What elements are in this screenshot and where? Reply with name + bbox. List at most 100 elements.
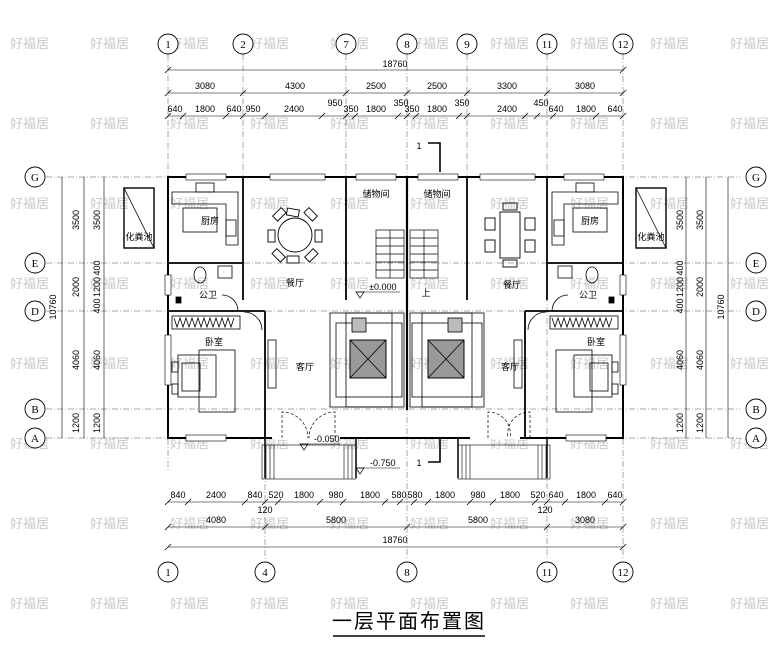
dining-table-round xyxy=(267,206,323,264)
svg-text:3080: 3080 xyxy=(195,81,215,91)
svg-text:640: 640 xyxy=(167,104,182,114)
dimension-tick xyxy=(619,112,627,120)
grid-bubble-left-D: D xyxy=(24,300,46,322)
svg-text:3500: 3500 xyxy=(71,210,81,230)
dimension-tick xyxy=(261,523,269,531)
watermark-text: 好福居 xyxy=(490,277,529,292)
svg-text:5800: 5800 xyxy=(468,515,488,525)
right-total-dimension: 10760 xyxy=(716,294,726,319)
watermark-text: 好福居 xyxy=(10,597,49,612)
dimension-tick xyxy=(222,112,230,120)
watermark-text: 好福居 xyxy=(570,357,609,372)
watermark-text: 好福居 xyxy=(90,277,129,292)
svg-text:3080: 3080 xyxy=(575,81,595,91)
watermark-text: 好福居 xyxy=(410,197,449,212)
watermark-text: 好福居 xyxy=(650,517,689,532)
watermark-text: 好福居 xyxy=(330,437,369,452)
dimension-tick xyxy=(239,89,247,97)
watermark-text: 好福居 xyxy=(730,597,769,612)
dimension-tick xyxy=(412,112,420,120)
dimension-tick xyxy=(619,543,627,551)
svg-text:G: G xyxy=(31,172,39,184)
watermark-layer: 好福居好福居好福居好福居好福居好福居好福居好福居好福居好福居好福居好福居好福居好… xyxy=(10,37,769,612)
dimension-tick xyxy=(549,112,557,120)
grid-bubble-left-E: E xyxy=(24,252,46,274)
svg-text:化粪池: 化粪池 xyxy=(637,231,664,242)
watermark-text: 好福居 xyxy=(250,117,289,132)
dimension-tick xyxy=(619,66,627,74)
svg-text:350: 350 xyxy=(393,98,408,108)
watermark-text: 好福居 xyxy=(330,117,369,132)
dimension-tick xyxy=(339,498,347,506)
svg-text:1800: 1800 xyxy=(366,104,386,114)
room-label-bedroom-right: 卧室 xyxy=(587,336,605,347)
svg-text:640: 640 xyxy=(548,490,563,500)
left-inner-dimensions: 3500 400 1200 400 4060 1200 xyxy=(92,210,102,433)
grid-bubble-bottom-1: 1 xyxy=(157,561,179,583)
room-label-kitchen-right: 厨房 xyxy=(581,215,599,226)
svg-text:E: E xyxy=(32,258,39,270)
bathroom-right xyxy=(551,265,615,312)
sofa-set-right xyxy=(409,312,485,408)
watermark-text: 好福居 xyxy=(410,597,449,612)
septic-tank-right: 化粪池 xyxy=(635,187,667,249)
dimension-tick xyxy=(394,112,402,120)
dimension-tick xyxy=(164,498,172,506)
svg-text:2500: 2500 xyxy=(366,81,386,91)
dimension-tick xyxy=(619,498,627,506)
svg-text:4060: 4060 xyxy=(92,350,102,370)
grid-bubble-top-9: 9 xyxy=(456,33,478,55)
top-total-dimension: 18760 xyxy=(382,59,407,69)
bathroom-left xyxy=(175,265,239,312)
svg-text:1: 1 xyxy=(165,567,171,579)
right-outer-dimensions: 3500 2000 4060 1200 xyxy=(695,210,705,433)
watermark-text: 好福居 xyxy=(170,517,209,532)
svg-text:2500: 2500 xyxy=(427,81,447,91)
watermark-text: 好福居 xyxy=(490,597,529,612)
svg-text:520: 520 xyxy=(268,490,283,500)
bottom-row1-dimensions: 840 2400 840 520 1800 980 1800 580 580 1… xyxy=(170,490,622,515)
watermark-text: 好福居 xyxy=(10,517,49,532)
dimension-tick xyxy=(261,112,269,120)
watermark-text: 好福居 xyxy=(650,597,689,612)
watermark-text: 好福居 xyxy=(170,277,209,292)
watermark-text: 好福居 xyxy=(730,197,769,212)
watermark-text: 好福居 xyxy=(490,357,529,372)
svg-text:640: 640 xyxy=(226,104,241,114)
svg-text:2: 2 xyxy=(240,39,246,51)
svg-text:4080: 4080 xyxy=(206,515,226,525)
dining-table-rect xyxy=(484,202,536,268)
dimension-tick xyxy=(619,89,627,97)
svg-text:580: 580 xyxy=(407,490,422,500)
watermark-text: 好福居 xyxy=(490,117,529,132)
dimension-tick xyxy=(351,112,359,120)
kitchen-left xyxy=(171,182,239,246)
grid-bubble-bottom-4: 4 xyxy=(254,561,276,583)
grid-bubble-left-B: B xyxy=(24,398,46,420)
svg-text:400: 400 xyxy=(92,298,102,313)
bottom-row2-dimensions: 4080 5800 5800 3080 xyxy=(206,515,595,525)
svg-text:350: 350 xyxy=(343,104,358,114)
watermark-text: 好福居 xyxy=(570,37,609,52)
watermark-text: 好福居 xyxy=(650,277,689,292)
section-marker-top: 1 xyxy=(416,141,441,172)
watermark-text: 好福居 xyxy=(490,197,529,212)
svg-text:1800: 1800 xyxy=(427,104,447,114)
level-marker-floor: ±0.000 xyxy=(355,282,400,299)
watermark-text: 好福居 xyxy=(250,37,289,52)
dimension-tick xyxy=(601,498,609,506)
watermark-text: 好福居 xyxy=(490,437,529,452)
top-dimension-ticks xyxy=(164,66,627,120)
svg-text:4300: 4300 xyxy=(285,81,305,91)
watermark-text: 好福居 xyxy=(250,277,289,292)
grid-bubble-bottom-11: 11 xyxy=(536,561,558,583)
svg-text:-0.750: -0.750 xyxy=(370,458,396,468)
svg-text:840: 840 xyxy=(170,490,185,500)
svg-text:2000: 2000 xyxy=(71,277,81,297)
watermark-text: 好福居 xyxy=(410,517,449,532)
level-marker-porch: -0.050 xyxy=(299,434,340,451)
room-label-living-right: 客厅 xyxy=(501,361,519,372)
svg-text:G: G xyxy=(752,172,760,184)
dimension-tick xyxy=(396,498,404,506)
watermark-text: 好福居 xyxy=(330,597,369,612)
